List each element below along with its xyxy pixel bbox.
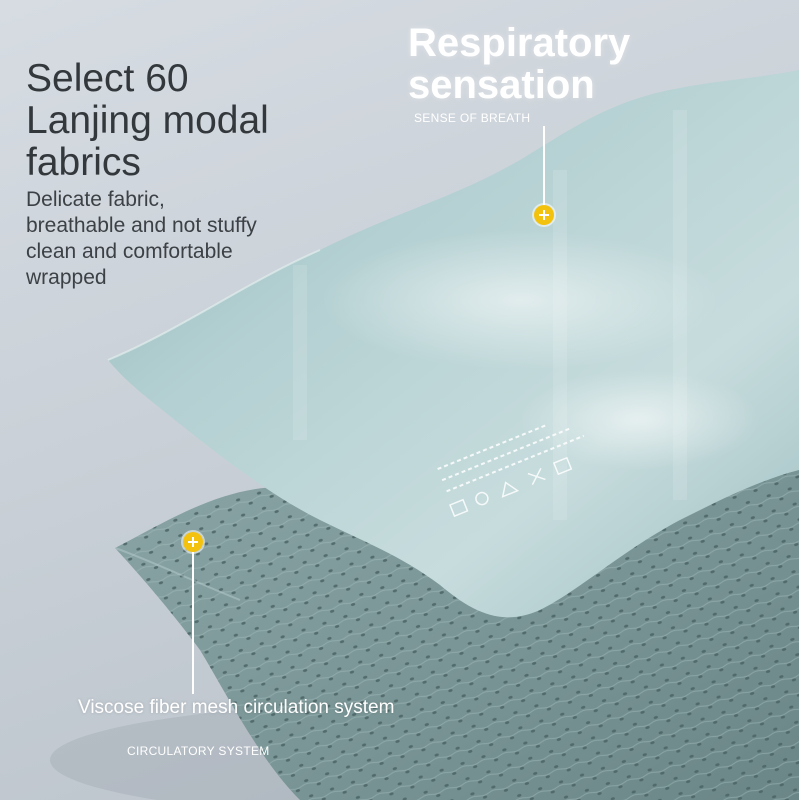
plus-marker-icon bbox=[183, 532, 203, 552]
headline: Select 60 Lanjing modal fabrics bbox=[26, 58, 269, 184]
feature-description-text: Delicate fabric, breathable and not stuf… bbox=[26, 188, 257, 289]
mesh-callout-title: Viscose fiber mesh circulation system bbox=[78, 697, 395, 718]
respiratory-callout-title: Respiratory sensation bbox=[408, 22, 630, 106]
modal-fabric-layer bbox=[107, 70, 799, 618]
respiratory-callout-subtitle: SENSE OF BREATH bbox=[414, 111, 531, 125]
mesh-callout-subtitle: CIRCULATORY SYSTEM bbox=[127, 744, 270, 758]
respiratory-leader-line bbox=[543, 126, 545, 210]
mesh-leader-line bbox=[192, 552, 194, 694]
plus-marker-icon bbox=[534, 205, 554, 225]
respiratory-callout-text: Respiratory sensation bbox=[408, 21, 631, 107]
headline-text: Select 60 Lanjing modal fabrics bbox=[26, 57, 269, 184]
feature-description: Delicate fabric, breathable and not stuf… bbox=[26, 187, 257, 291]
